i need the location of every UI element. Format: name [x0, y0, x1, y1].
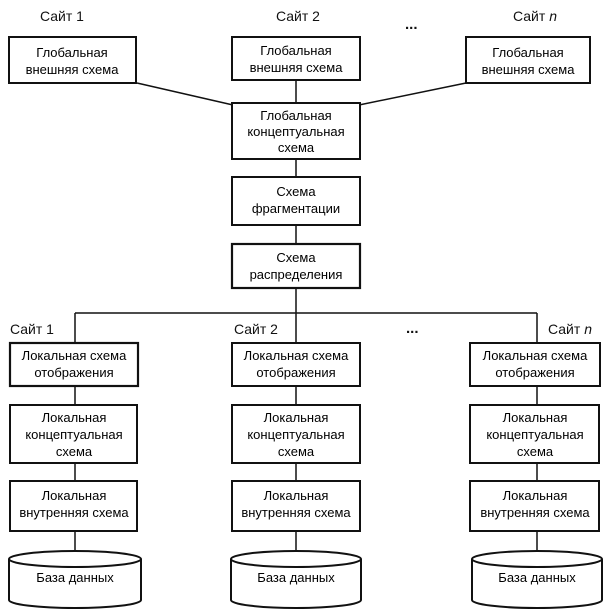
lm1-line2: отображения	[34, 365, 113, 380]
bottom-siten-prefix: Сайт	[548, 321, 584, 337]
dbn-label: База данных	[498, 570, 576, 585]
gc-line2: концептуальная	[247, 124, 344, 139]
frag-line1: Схема	[276, 184, 316, 199]
local-internal-schema-site1: Локальная внутренняя схема	[9, 480, 138, 532]
lm1-line1: Локальная схема	[22, 348, 127, 363]
frag-line2: фрагментации	[252, 201, 340, 216]
connector-gen-gc	[358, 82, 467, 106]
local-conceptual-schema-siten: Локальная концептуальная схема	[469, 404, 600, 464]
top-site2-label: Сайт 2	[276, 8, 320, 24]
database-site1: База данных	[8, 550, 142, 609]
ge1-line1: Глобальная	[36, 45, 107, 60]
gen-line2: внешняя схема	[482, 62, 576, 77]
database-top-site2	[230, 550, 362, 568]
bottom-site2-label: Сайт 2	[234, 321, 278, 337]
lc2-line2: концептуальная	[247, 427, 344, 442]
connector-ge1-gc	[136, 82, 234, 106]
local-mapping-schema-site2: Локальная схема отображения	[231, 342, 361, 387]
database-cylinder-site2	[230, 559, 362, 609]
connectors	[74, 80, 538, 551]
bottom-ellipsis: ...	[406, 320, 419, 337]
local-mapping-schema-site1: Локальная схема отображения	[8, 341, 140, 388]
db2-label: База данных	[257, 570, 335, 585]
top-siten-label: Сайт n	[513, 8, 557, 24]
fragmentation-schema: Схема фрагментации	[231, 176, 361, 226]
lmn-line2: отображения	[495, 365, 574, 380]
lm2-line1: Локальная схема	[244, 348, 349, 363]
top-ellipsis: ...	[405, 16, 418, 33]
top-site-labels: Сайт 1 Сайт 2 ... Сайт n	[40, 8, 557, 33]
top-siten-prefix: Сайт	[513, 8, 549, 24]
global-external-schema-siten: Глобальная внешняя схема	[465, 36, 591, 84]
gc-line3: схема	[278, 140, 315, 155]
lcn-line1: Локальная	[503, 410, 568, 425]
li2-line1: Локальная	[264, 488, 329, 503]
local-internal-schema-siten: Локальная внутренняя схема	[469, 480, 600, 532]
database-siten: База данных	[471, 550, 603, 609]
local-conceptual-schema-site1: Локальная концептуальная схема	[9, 404, 138, 464]
lc2-line3: схема	[278, 444, 315, 459]
database-top-siten	[471, 550, 603, 568]
lin-line1: Локальная	[503, 488, 568, 503]
database-cylinder-site1	[8, 559, 142, 609]
lc1-line2: концептуальная	[25, 427, 122, 442]
database-top-site1	[8, 550, 142, 568]
bottom-site1-label: Сайт 1	[10, 321, 54, 337]
li2-line2: внутренняя схема	[241, 505, 351, 520]
lmn-line1: Локальная схема	[483, 348, 588, 363]
gen-line1: Глобальная	[492, 45, 563, 60]
dist-line1: Схема	[276, 250, 316, 265]
lcn-line2: концептуальная	[486, 427, 583, 442]
bottom-siten-label: Сайт n	[548, 321, 592, 337]
bottom-siten-suffix: n	[584, 321, 592, 337]
lc2-line1: Локальная	[264, 410, 329, 425]
ge2-line2: внешняя схема	[250, 60, 344, 75]
global-external-schema-site2: Глобальная внешняя схема	[231, 36, 361, 81]
top-siten-suffix: n	[549, 8, 557, 24]
local-conceptual-schema-site2: Локальная концептуальная схема	[231, 404, 361, 464]
lin-line2: внутренняя схема	[480, 505, 590, 520]
database-cylinder-siten	[471, 559, 603, 609]
lc1-line3: схема	[56, 444, 93, 459]
distribution-schema: Схема распределения	[230, 242, 362, 290]
ge1-line2: внешняя схема	[26, 62, 120, 77]
local-mapping-schema-siten: Локальная схема отображения	[469, 342, 601, 387]
lm2-line2: отображения	[256, 365, 335, 380]
top-site1-label: Сайт 1	[40, 8, 84, 24]
database-site2: База данных	[230, 550, 362, 609]
db1-label: База данных	[36, 570, 114, 585]
lc1-line1: Локальная	[42, 410, 107, 425]
ge2-line1: Глобальная	[260, 43, 331, 58]
lcn-line3: схема	[517, 444, 554, 459]
li1-line1: Локальная	[42, 488, 107, 503]
li1-line2: внутренняя схема	[19, 505, 129, 520]
dist-line2: распределения	[250, 267, 343, 282]
gc-line1: Глобальная	[260, 108, 331, 123]
local-internal-schema-site2: Локальная внутренняя схема	[231, 480, 361, 532]
global-conceptual-schema: Глобальная концептуальная схема	[231, 102, 361, 160]
global-external-schema-site1: Глобальная внешняя схема	[8, 36, 137, 84]
bottom-site-labels: Сайт 1 Сайт 2 ... Сайт n	[10, 320, 592, 337]
